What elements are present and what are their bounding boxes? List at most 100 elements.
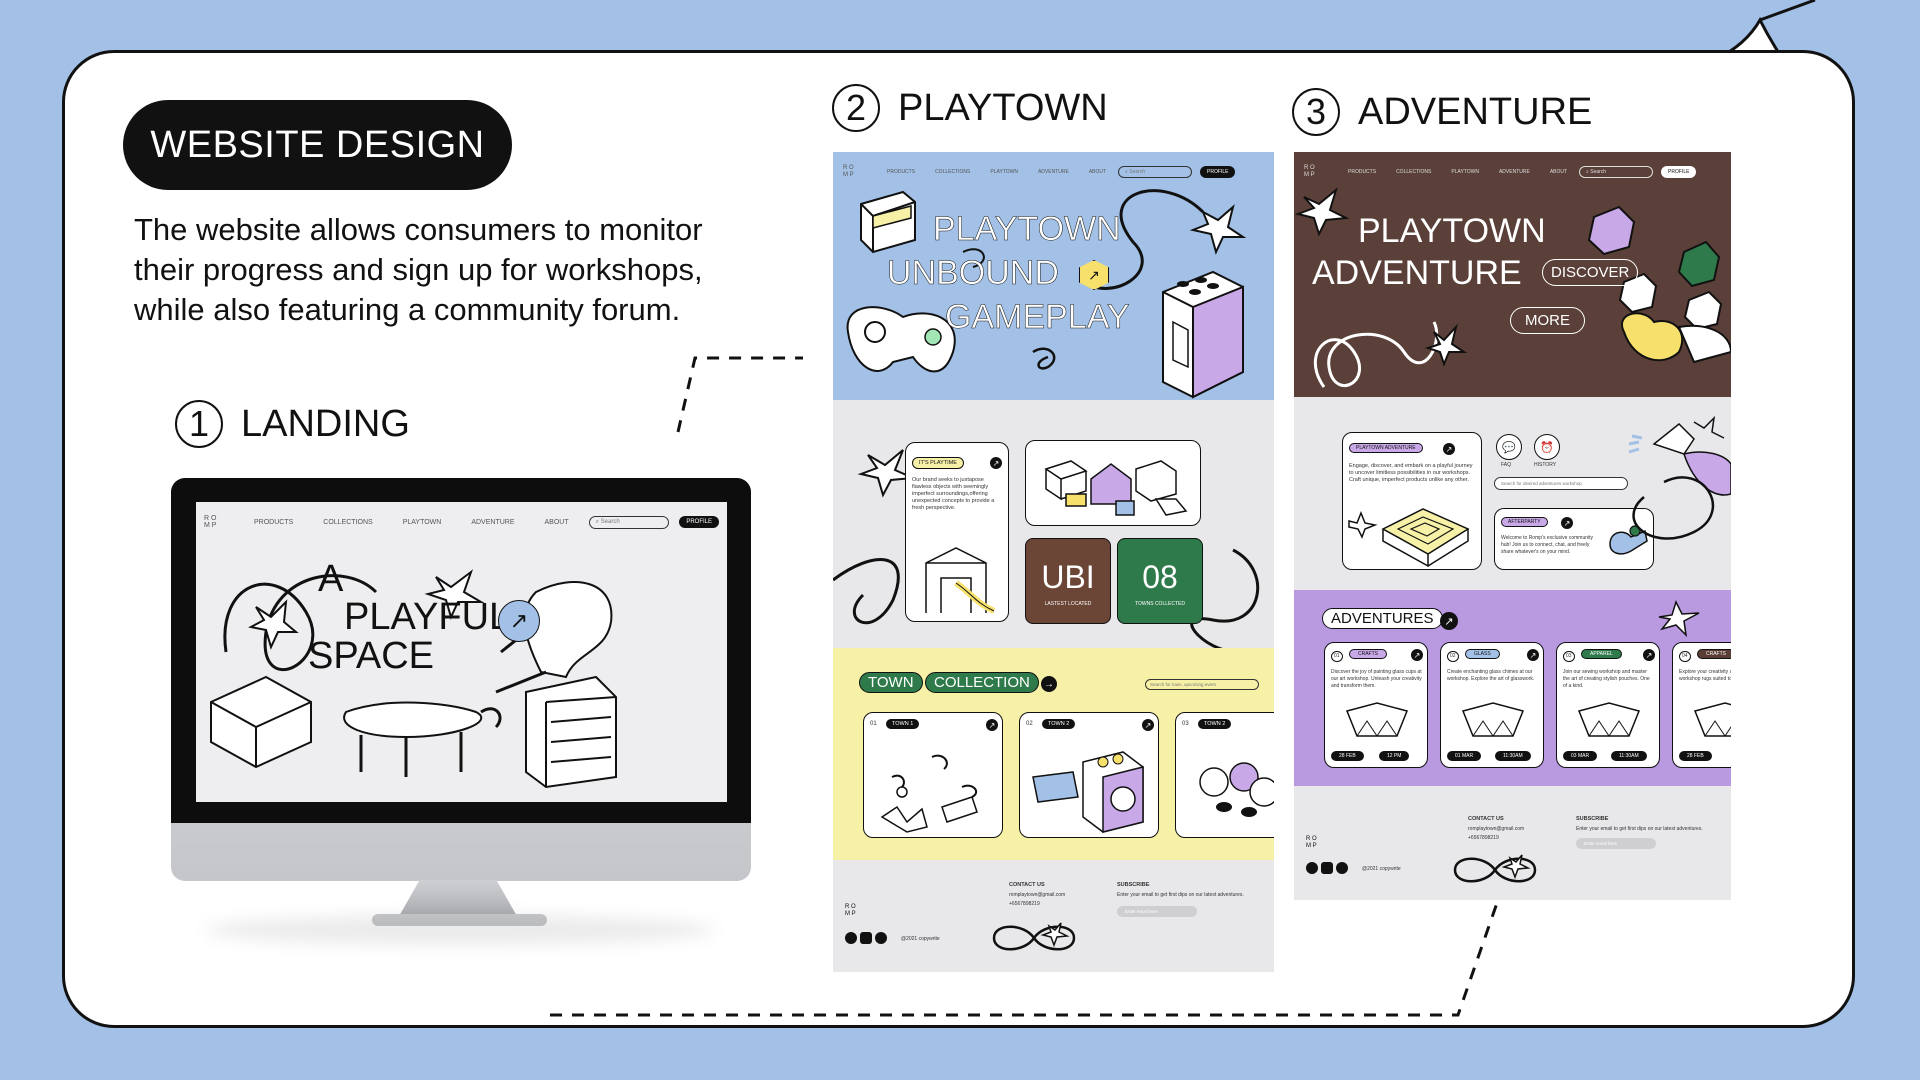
footer-logo[interactable]: R O M P <box>845 904 856 917</box>
history-label[interactable]: HISTORY <box>1534 462 1557 468</box>
profile-button[interactable]: PROFILE <box>679 516 719 528</box>
section-number: 3 <box>1292 88 1340 136</box>
faq-icon[interactable]: 💬 <box>1496 434 1522 460</box>
arrow-icon[interactable]: ↗ <box>1411 649 1423 661</box>
twitter-icon[interactable] <box>1336 862 1348 874</box>
subscribe-text: Enter your email to get first dips on ou… <box>1117 892 1244 898</box>
email-placeholder: Enter email here <box>1125 909 1159 914</box>
nav-item-about[interactable]: ABOUT <box>1088 169 1107 175</box>
copyright: @2021 copywrite <box>1362 866 1401 872</box>
logo[interactable]: R O M P <box>1304 165 1315 178</box>
profile-button[interactable]: PROFILE <box>1200 166 1236 178</box>
landing-headline-playful: PLAYFUL <box>344 596 511 638</box>
arrow-icon[interactable]: ↗ <box>986 719 998 731</box>
nav-item-collections[interactable]: COLLECTIONS <box>935 169 971 175</box>
nav-item-playtown[interactable]: PLAYTOWN <box>990 169 1018 175</box>
town-card[interactable]: 02 TOWN 2 ↗ <box>1019 712 1159 838</box>
blocks-card <box>1025 440 1201 526</box>
arrow-icon[interactable]: ↗ <box>1527 649 1539 661</box>
nav-item-products[interactable]: PRODUCTS <box>1348 169 1377 175</box>
town-card[interactable]: 01 TOWN 1 ↗ <box>863 712 1003 838</box>
website-design-pill: WEBSITE DESIGN <box>123 100 512 190</box>
nav-item-playtown[interactable]: PLAYTOWN <box>1451 169 1479 175</box>
workshop-date: 03 MAR <box>1563 751 1598 761</box>
collection-search-input[interactable]: Search for town, upcoming event <box>1145 679 1259 690</box>
arrow-icon[interactable]: ↗ <box>1443 443 1455 455</box>
section-title-playtown: 2 PLAYTOWN <box>832 84 1108 132</box>
twitter-icon[interactable] <box>875 932 887 944</box>
arrow-icon[interactable]: ↗ <box>1561 517 1573 529</box>
nav-item-about[interactable]: ABOUT <box>1549 169 1568 175</box>
nav-item-playtown[interactable]: PLAYTOWN <box>402 518 442 526</box>
landing-headline-space: SPACE <box>308 635 435 677</box>
town-label: TOWN 2 <box>1198 719 1232 729</box>
adventure-search-placeholder: Search for desired adventures workshop <box>1501 481 1582 486</box>
nav-item-about[interactable]: ABOUT <box>544 518 569 526</box>
town-number: 01 <box>870 721 877 727</box>
stat-label: LASTEST LOCATED <box>1044 601 1092 607</box>
logo[interactable]: R O M P <box>843 165 854 178</box>
search-placeholder: Search <box>600 518 620 525</box>
email-field[interactable]: Enter email here <box>1576 838 1656 849</box>
instagram-icon[interactable] <box>1321 862 1333 874</box>
town-illustration <box>880 754 978 833</box>
afterparty-card: AFTERPARTY ↗ Welcome to Romp's exclusive… <box>1494 508 1654 570</box>
history-icon[interactable]: ⏰ <box>1534 434 1560 460</box>
contact-phone: +6567898219 <box>1009 901 1040 907</box>
workshop-tag: CRAFTS <box>1697 649 1731 659</box>
landing-illustration <box>210 569 617 789</box>
afterparty-text: Welcome to Romp's exclusive community hu… <box>1501 535 1594 555</box>
search-placeholder: Search <box>1129 169 1146 175</box>
logo[interactable]: R O M P <box>204 515 217 529</box>
description-text: The website allows consumers to monitor … <box>134 212 703 327</box>
faq-label[interactable]: FAQ <box>1501 462 1512 468</box>
workshop-number: 01 <box>1331 651 1343 662</box>
collection-search-placeholder: Search for town, upcoming event <box>1150 682 1216 687</box>
spray-illustration <box>1628 415 1731 496</box>
arrow-icon[interactable]: → <box>1041 676 1057 692</box>
section-title: ADVENTURE <box>1358 90 1593 133</box>
profile-button[interactable]: PROFILE <box>1661 166 1697 178</box>
contact-email[interactable]: romplaytown@gmail.com <box>1468 826 1525 832</box>
search-input[interactable]: ⌕ Search <box>1579 166 1654 178</box>
facebook-icon[interactable] <box>845 932 857 944</box>
nav-item-adventure[interactable]: ADVENTURE <box>1498 169 1530 175</box>
town-card[interactable]: 03 TOWN 2 <box>1175 712 1274 838</box>
workshop-date: 28 FEB <box>1679 751 1712 761</box>
nav-item-products[interactable]: PRODUCTS <box>254 518 294 526</box>
adventure-search-input[interactable]: Search for desired adventures workshop <box>1494 477 1628 490</box>
landing-screen: R O M P PRODUCTS COLLECTIONS PLAYTOWN AD… <box>196 502 727 802</box>
footer-logo[interactable]: R O M P <box>1306 836 1317 849</box>
adventure-hero-line-1: PLAYTOWN <box>1358 212 1546 250</box>
arrow-icon[interactable]: ↗ <box>1643 649 1655 661</box>
workshop-time: 11:30AM <box>1495 751 1531 761</box>
arrow-icon[interactable]: ↗ <box>1079 260 1109 290</box>
discover-button[interactable]: DISCOVER <box>1542 259 1639 286</box>
instagram-icon[interactable] <box>860 932 872 944</box>
nav-item-adventure[interactable]: ADVENTURE <box>471 518 515 526</box>
workshop-time: 12 PM <box>1379 751 1410 761</box>
arrow-icon[interactable]: ↗ <box>1142 719 1154 731</box>
search-input[interactable]: ⌕ Search <box>588 515 670 529</box>
nav-item-products[interactable]: PRODUCTS <box>887 169 916 175</box>
workshop-tag: CRAFTS <box>1349 649 1387 659</box>
contact-email[interactable]: romplaytown@gmail.com <box>1009 892 1066 898</box>
email-field[interactable]: Enter email here <box>1117 906 1197 917</box>
facebook-icon[interactable] <box>1306 862 1318 874</box>
adventure-hero-line-2: ADVENTURE <box>1312 254 1522 292</box>
search-input[interactable]: ⌕ Search <box>1118 166 1193 178</box>
nav-item-collections[interactable]: COLLECTIONS <box>323 518 373 526</box>
more-button[interactable]: MORE <box>1510 307 1585 334</box>
arrow-icon[interactable]: ↗ <box>990 457 1002 469</box>
arrow-icon[interactable]: ↗ <box>1440 612 1458 630</box>
stat-label: TOWNS COLLECTED <box>1135 601 1185 607</box>
nav-item-collections[interactable]: COLLECTIONS <box>1396 169 1432 175</box>
nav-item-adventure[interactable]: ADVENTURE <box>1037 169 1069 175</box>
pill-label: WEBSITE DESIGN <box>150 123 485 166</box>
arrow-icon[interactable]: ↗ <box>498 600 540 642</box>
